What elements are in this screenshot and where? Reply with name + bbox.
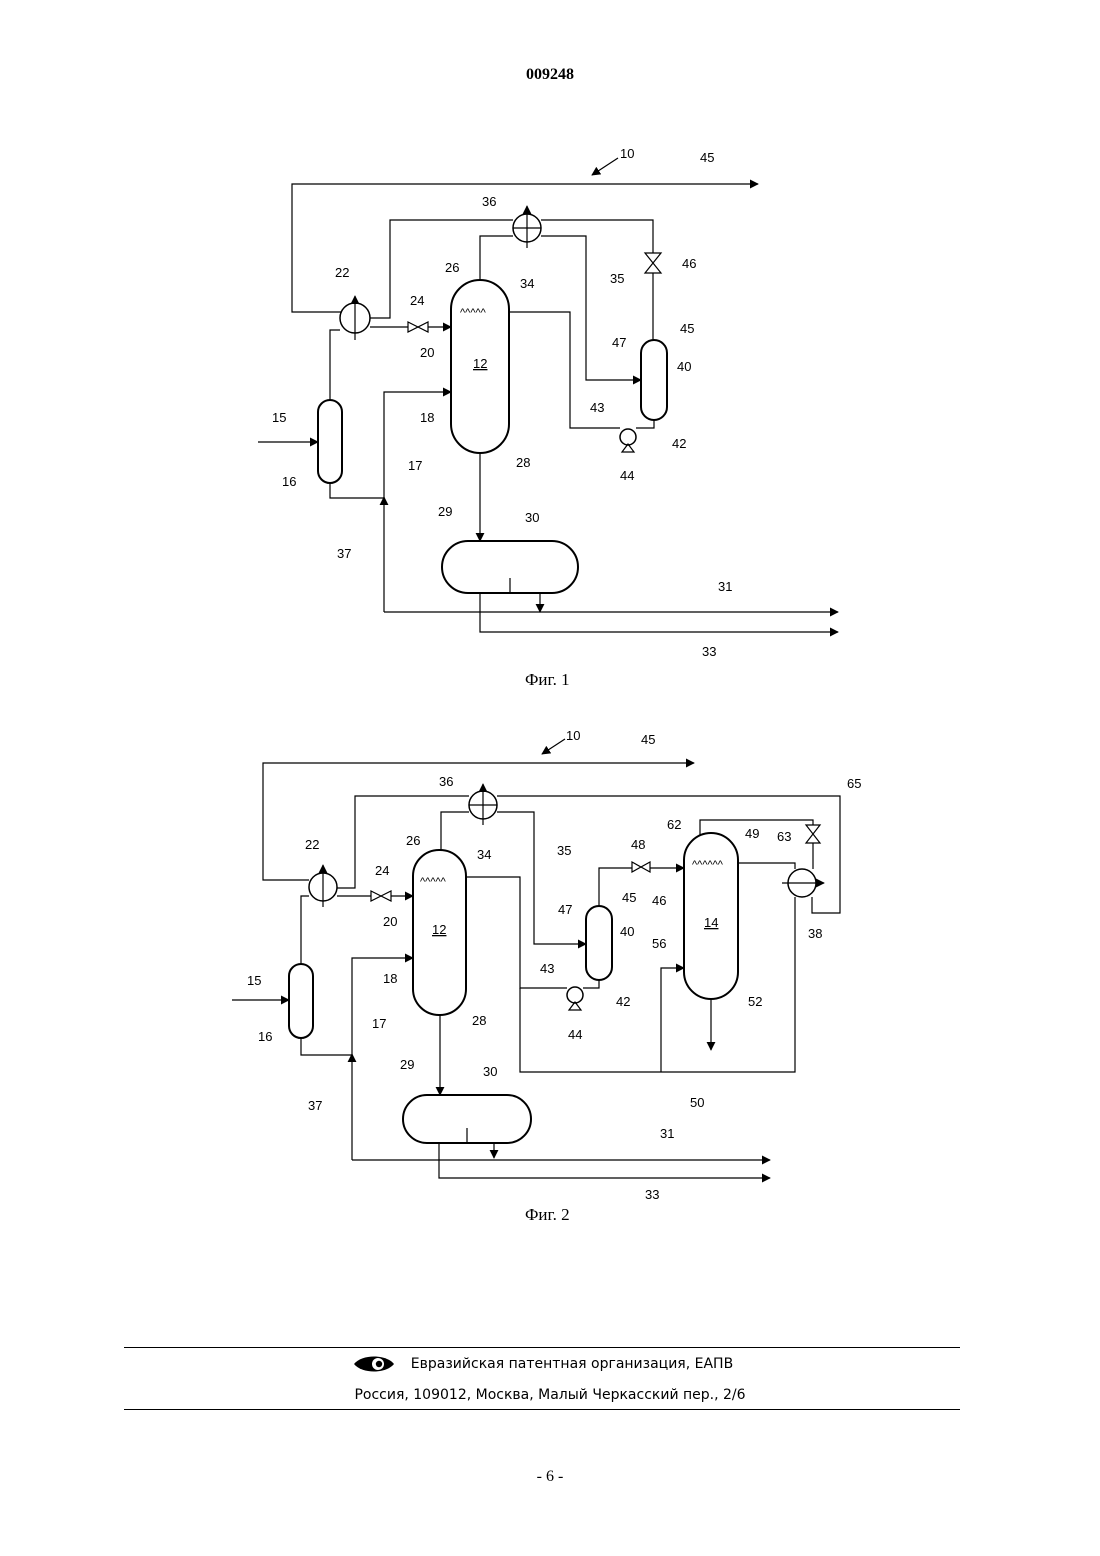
svg-text:^^^^^: ^^^^^ (420, 876, 447, 888)
label-17: 17 (372, 1016, 386, 1031)
knockout-drum-16 (289, 964, 313, 1038)
label-52: 52 (748, 994, 762, 1009)
label-37: 37 (308, 1098, 322, 1113)
label-20: 20 (383, 914, 397, 929)
label-34: 34 (477, 847, 491, 862)
pump-44 (567, 987, 583, 1003)
label-24: 24 (375, 863, 389, 878)
label-50: 50 (690, 1095, 704, 1110)
svg-text:^^^^^^: ^^^^^^ (692, 859, 724, 871)
label-45-side: 45 (622, 890, 636, 905)
label-12: 12 (432, 922, 446, 937)
footer-top-rule (124, 1347, 960, 1348)
figure-2-caption: Фиг. 2 (525, 1205, 570, 1224)
label-30: 30 (483, 1064, 497, 1079)
valve-48 (632, 862, 650, 872)
label-35: 35 (557, 843, 571, 858)
footer-bottom-rule (124, 1409, 960, 1410)
footer-address: Россия, 109012, Москва, Малый Черкасский… (0, 1387, 1100, 1403)
label-62: 62 (667, 817, 681, 832)
label-56: 56 (652, 936, 666, 951)
label-40: 40 (620, 924, 634, 939)
label-26: 26 (406, 833, 420, 848)
page-number: - 6 - (0, 1468, 1100, 1486)
reflux-drum-40 (586, 906, 612, 980)
label-22: 22 (305, 837, 319, 852)
label-44: 44 (568, 1027, 582, 1042)
label-36: 36 (439, 774, 453, 789)
label-45-top: 45 (641, 732, 655, 747)
valve-63 (806, 825, 820, 843)
label-14: 14 (704, 915, 718, 930)
label-43: 43 (540, 961, 554, 976)
label-16: 16 (258, 1029, 272, 1044)
label-48: 48 (631, 837, 645, 852)
label-10: 10 (566, 728, 580, 743)
figure-2-diagram: ^^^^^ ^^^^^^ 10 45 65 (0, 0, 1100, 1230)
label-38: 38 (808, 926, 822, 941)
footer-organization: Евразийская патентная организация, ЕАПВ (0, 1356, 1100, 1372)
label-28: 28 (472, 1013, 486, 1028)
label-46: 46 (652, 893, 666, 908)
label-31: 31 (660, 1126, 674, 1141)
label-63: 63 (777, 829, 791, 844)
label-42: 42 (616, 994, 630, 1009)
label-47: 47 (558, 902, 572, 917)
valve-24 (371, 891, 391, 901)
label-65: 65 (847, 776, 861, 791)
label-29: 29 (400, 1057, 414, 1072)
label-18: 18 (383, 971, 397, 986)
label-33: 33 (645, 1187, 659, 1202)
label-49: 49 (745, 826, 759, 841)
label-15: 15 (247, 973, 261, 988)
